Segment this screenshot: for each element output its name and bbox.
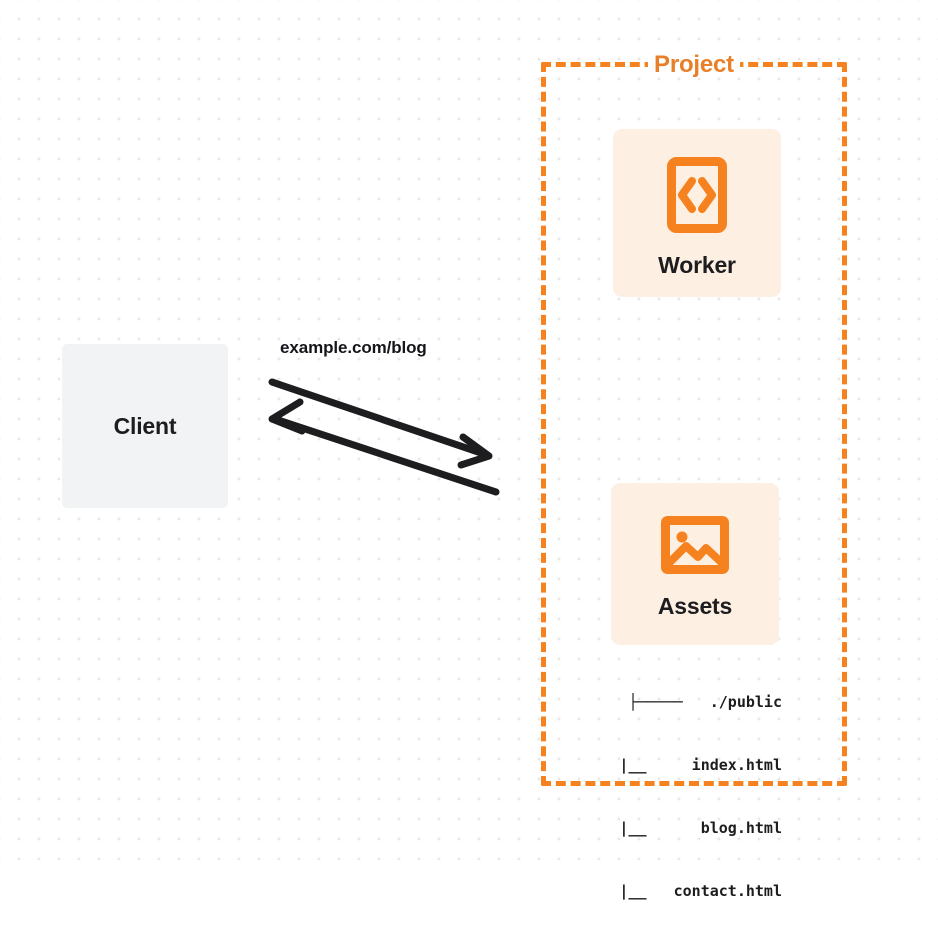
- code-file-icon: [667, 157, 727, 238]
- file-tree-row: |__ contact.html: [583, 882, 782, 900]
- diagram-canvas: Client example.com/blog Project Worker: [0, 0, 938, 900]
- arrow-to-client: [268, 398, 500, 496]
- asset-file-tree: ├───── ./public |__ index.html |__ blog.…: [560, 650, 782, 944]
- file-tree-row: ├───── ./public: [628, 693, 782, 711]
- worker-card[interactable]: Worker: [613, 129, 781, 297]
- connection-label: example.com/blog: [280, 338, 427, 357]
- project-title: Project: [648, 53, 740, 77]
- image-icon: [661, 516, 729, 579]
- file-tree-row: |__ index.html: [583, 756, 782, 774]
- worker-card-label: Worker: [658, 252, 736, 278]
- client-node-label: Client: [113, 412, 177, 439]
- file-tree-row: |__ blog.html: [583, 819, 782, 837]
- client-node[interactable]: Client: [62, 344, 228, 508]
- connection-arrows: [268, 378, 500, 496]
- project-container: Project: [541, 53, 847, 786]
- arrow-to-project: [268, 378, 493, 469]
- assets-card-label: Assets: [657, 593, 733, 619]
- assets-card[interactable]: Assets: [611, 483, 779, 645]
